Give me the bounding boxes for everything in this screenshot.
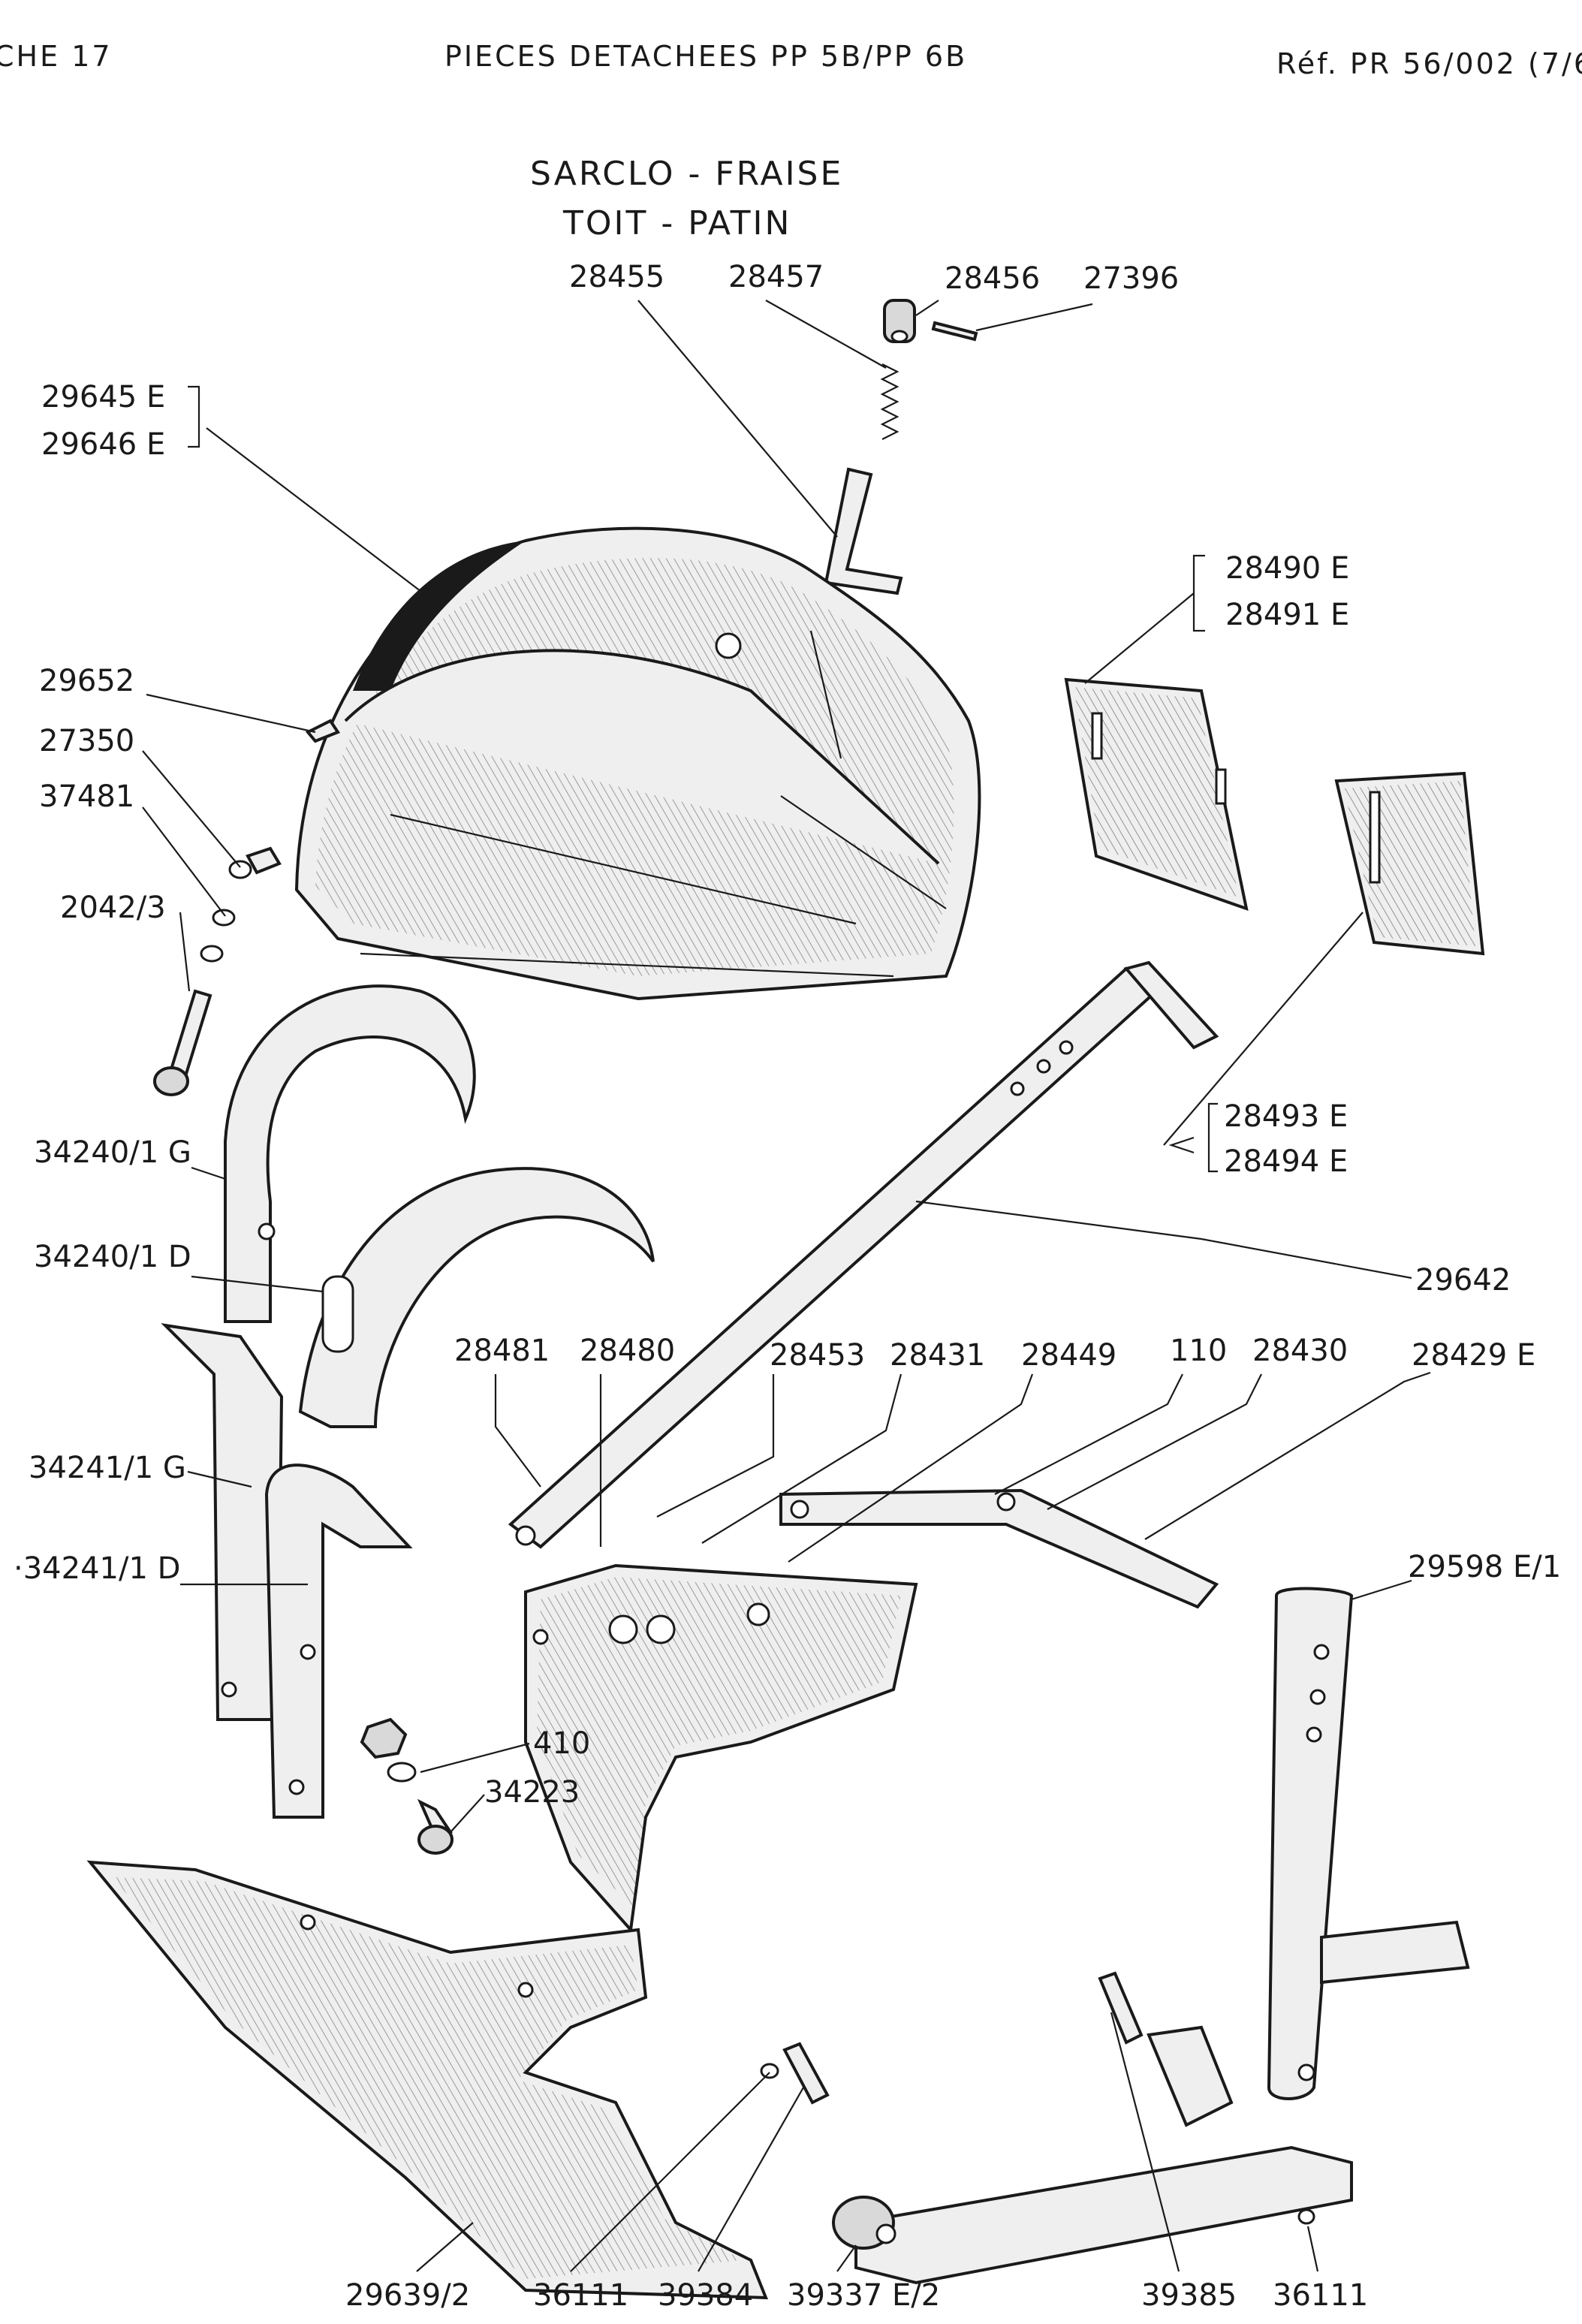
label-28449: 28449: [1021, 1338, 1116, 1373]
label-39337-e-2: 39337 E/2: [787, 2278, 940, 2313]
washer-37481: [212, 909, 236, 927]
label-110: 110: [1170, 1334, 1227, 1368]
label-34241-1-g: 34241/1 G: [29, 1451, 186, 1485]
bracket-plate: [524, 1563, 918, 1934]
label-29598-e-1: 29598 E/1: [1408, 1550, 1561, 1584]
reference-number: Réf. PR 56/002 (7/62: [1276, 47, 1582, 80]
label-28457: 28457: [728, 260, 824, 294]
pin-28455: [824, 467, 903, 595]
pin-39385: [1098, 1971, 1144, 2045]
label-29646: 29646 E: [41, 427, 165, 462]
pin-39384: [782, 2042, 830, 2105]
label-28480: 28480: [580, 1334, 675, 1368]
assembly-title-line1: SARCLO - FRAISE: [530, 155, 843, 193]
clip-36111-b: [1297, 2208, 1315, 2225]
screw-27396: [931, 321, 978, 342]
label-34223: 34223: [484, 1775, 580, 1810]
washer-extra: [200, 945, 224, 963]
label-28453: 28453: [770, 1338, 865, 1373]
hood-29645: [246, 526, 981, 1001]
tine-34240-g: [224, 984, 476, 1323]
label-28456: 28456: [945, 261, 1040, 296]
label-29652: 29652: [39, 664, 134, 698]
label-34241-1-d: ·34241/1 D: [14, 1551, 180, 1586]
label-29639-2: 29639/2: [345, 2278, 470, 2313]
label-28493: 28493 E: [1224, 1099, 1348, 1134]
label-28491: 28491 E: [1225, 598, 1349, 632]
washer-410: [387, 1762, 417, 1783]
blade-34241-g: [161, 1323, 284, 1721]
blade-34241-d: [264, 1463, 413, 1819]
sheet-title: PIECES DETACHEES PP 5B/PP 6B: [444, 40, 967, 73]
label-39384: 39384: [658, 2278, 753, 2313]
bushing-28456: [883, 299, 916, 343]
label-34240-1-d: 34240/1 D: [34, 1240, 191, 1274]
label-36111-right: 36111: [1273, 2278, 1368, 2313]
label-37481: 37481: [39, 779, 134, 814]
label-2042-3: 2042/3: [60, 891, 166, 925]
washer-27350: [228, 860, 252, 879]
label-28455: 28455: [569, 260, 664, 294]
label-34240-1-g: 34240/1 G: [34, 1135, 191, 1170]
bolt-34223: [417, 1798, 454, 1855]
lever-28429: [779, 1488, 1219, 1609]
nut-410: [360, 1717, 408, 1759]
clip-36111-a: [760, 2063, 779, 2079]
plate-28493: [1334, 771, 1485, 956]
label-brackets: [188, 385, 1218, 1173]
label-29645: 29645 E: [41, 380, 165, 414]
stand-29598: [1267, 1587, 1470, 2100]
label-29642: 29642: [1415, 1263, 1511, 1298]
label-28429-e: 28429 E: [1412, 1338, 1535, 1373]
label-39385: 39385: [1141, 2278, 1237, 2313]
slide-39337: [832, 2025, 1353, 2285]
sheet-number: CHE 17: [0, 40, 113, 73]
bar-29642: [508, 960, 1219, 1549]
tine-34240-d: [298, 1167, 655, 1428]
label-28494: 28494 E: [1224, 1144, 1348, 1179]
label-410: 410: [533, 1726, 590, 1761]
label-28431: 28431: [890, 1338, 985, 1373]
spring-28457: [880, 363, 899, 440]
bolt-2042: [153, 989, 212, 1096]
plate-28490: [1064, 677, 1249, 912]
label-27396: 27396: [1083, 261, 1179, 296]
label-28481: 28481: [454, 1334, 550, 1368]
leader-lines: [142, 300, 1431, 2272]
label-27350: 27350: [39, 724, 134, 758]
skid-29639: [86, 1860, 768, 2300]
label-36111-left: 36111: [533, 2278, 628, 2313]
label-28490: 28490 E: [1225, 551, 1349, 586]
assembly-title-line2: TOIT - PATIN: [562, 204, 791, 243]
label-28430: 28430: [1252, 1334, 1348, 1368]
